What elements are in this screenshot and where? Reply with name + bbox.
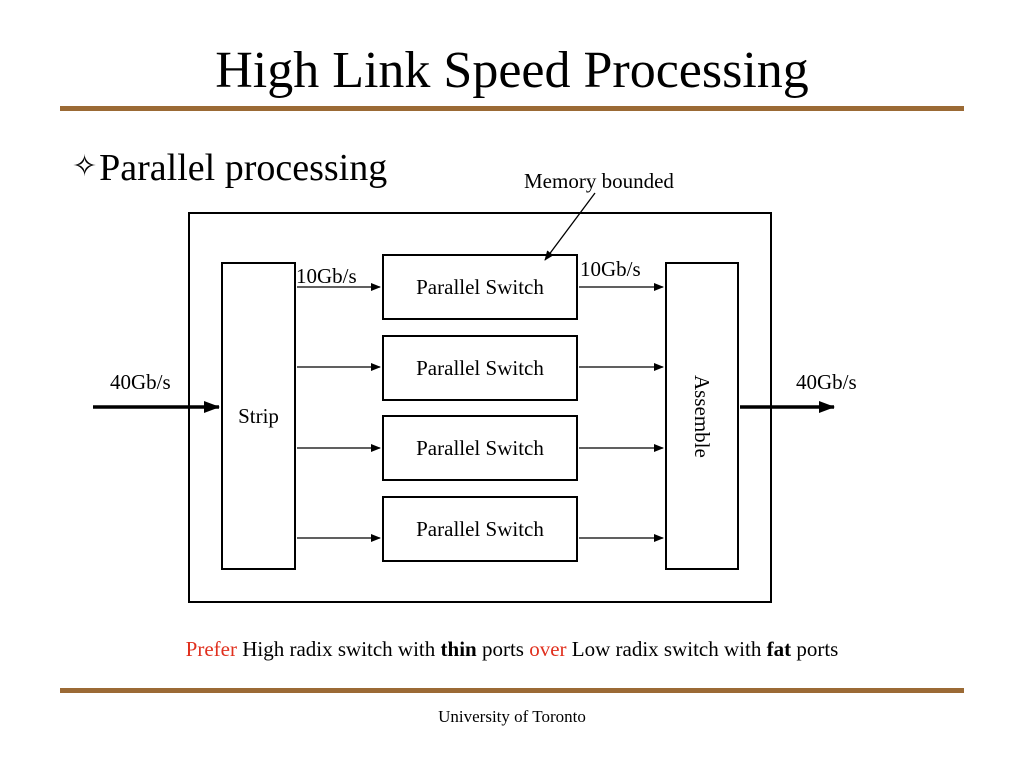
strip-block: Strip [221, 262, 296, 570]
star-bullet-icon: ✧ [72, 149, 98, 184]
switch-output-rate-label: 10Gb/s [580, 257, 641, 281]
parallel-switch-1: Parallel Switch [382, 254, 578, 320]
memory-annotation: Memory bounded [524, 169, 674, 193]
footer-text: University of Toronto [438, 707, 586, 726]
note-prefer: Prefer [185, 637, 237, 661]
assemble-block: Assemble [665, 262, 739, 570]
assemble-label: Assemble [690, 374, 714, 458]
preference-note: Prefer High radix switch with thin ports… [0, 636, 1024, 662]
parallel-switch-3: Parallel Switch [382, 415, 578, 481]
parallel-switch-2: Parallel Switch [382, 335, 578, 401]
bottom-divider [60, 688, 964, 693]
note-fat: fat [766, 637, 792, 661]
bullet-text: Parallel processing [99, 147, 388, 189]
note-part-4: ports [796, 637, 839, 661]
top-divider [60, 106, 964, 111]
note-part-3: Low radix switch with [571, 637, 762, 661]
output-rate-label: 40Gb/s [796, 370, 857, 394]
note-part-1: High radix switch with [242, 637, 436, 661]
slide-title: High Link Speed Processing [215, 42, 809, 99]
bullet-item: ✧Parallel processing [72, 143, 387, 196]
switch-input-rate-label: 10Gb/s [296, 264, 357, 288]
note-thin: thin [440, 637, 477, 661]
strip-label: Strip [238, 404, 279, 428]
parallel-switch-4: Parallel Switch [382, 496, 578, 562]
note-over: over [529, 637, 567, 661]
memory-pointer-arrow [544, 192, 596, 261]
note-part-2: ports [481, 637, 524, 661]
input-rate-label: 40Gb/s [110, 370, 171, 394]
